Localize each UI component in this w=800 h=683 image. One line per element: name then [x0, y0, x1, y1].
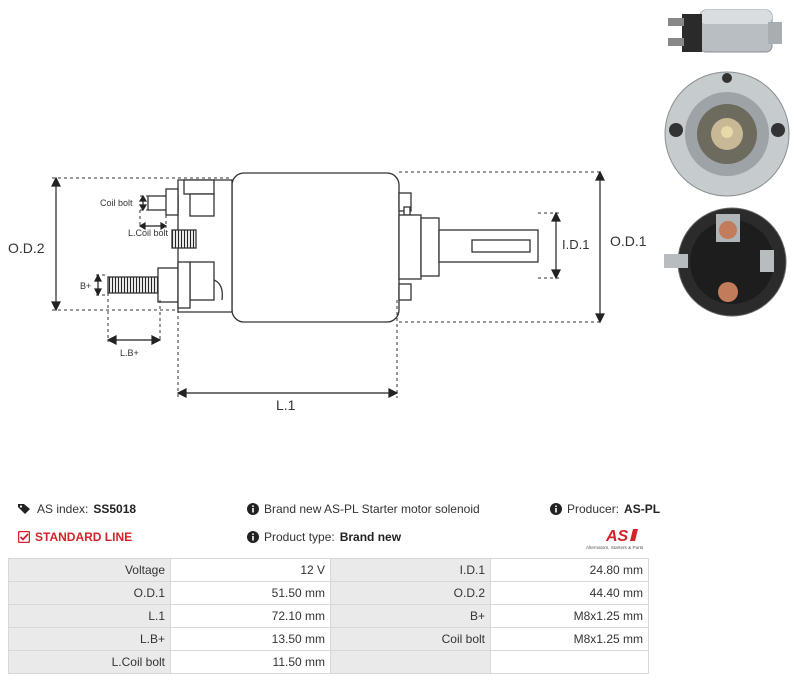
spec-value: 44.40 mm — [490, 581, 649, 605]
spec-table: Voltage 12 V I.D.1 24.80 mm O.D.1 51.50 … — [8, 558, 649, 674]
label-id1: I.D.1 — [562, 237, 589, 252]
as-pl-logo: AS Alternators, Starters & Parts — [586, 528, 644, 550]
spec-key: L.B+ — [8, 627, 171, 651]
producer-label: Producer: — [567, 502, 620, 516]
label-lbplus: L.B+ — [120, 348, 139, 358]
description-text: Brand new AS-PL Starter motor solenoid — [264, 502, 480, 516]
table-row: L.Coil bolt 11.50 mm — [8, 650, 649, 674]
spec-value: 72.10 mm — [170, 604, 331, 628]
producer-value: AS-PL — [624, 502, 661, 516]
label-od1: O.D.1 — [610, 233, 647, 249]
svg-text:Alternators, Starters & Parts: Alternators, Starters & Parts — [586, 545, 644, 550]
product-info: AS index: SS5018 STANDARD LINE Brand new… — [18, 502, 660, 552]
info-icon — [247, 503, 259, 515]
spec-value: 12 V — [170, 558, 331, 582]
label-bplus: B+ — [80, 281, 91, 291]
product-photo-front — [664, 71, 790, 197]
product-photo-rear — [664, 207, 787, 317]
as-index-value: SS5018 — [93, 502, 137, 516]
product-type: Product type: Brand new — [247, 530, 401, 544]
spec-key: B+ — [330, 604, 491, 628]
table-row: L.B+ 13.50 mm Coil bolt M8x1.25 mm — [8, 627, 649, 651]
as-index: AS index: SS5018 — [18, 502, 136, 516]
spec-key: Coil bolt — [330, 627, 491, 651]
spec-value-empty — [490, 650, 649, 674]
info-icon — [247, 531, 259, 543]
spec-key: I.D.1 — [330, 558, 491, 582]
svg-text:AS: AS — [605, 528, 629, 545]
product-description: Brand new AS-PL Starter motor solenoid — [247, 502, 480, 516]
solenoid-body — [231, 172, 400, 323]
table-row: O.D.1 51.50 mm O.D.2 44.40 mm — [8, 581, 649, 605]
bplus-stud — [107, 276, 159, 294]
standard-line: STANDARD LINE — [18, 530, 132, 544]
spec-key: Voltage — [8, 558, 171, 582]
spec-key: O.D.2 — [330, 581, 491, 605]
table-row: L.1 72.10 mm B+ M8x1.25 mm — [8, 604, 649, 628]
label-l1: L.1 — [276, 397, 296, 413]
spec-key: L.1 — [8, 604, 171, 628]
product-type-value: Brand new — [339, 530, 402, 544]
product-type-label: Product type: — [264, 530, 335, 544]
label-coil-bolt: Coil bolt — [100, 198, 133, 208]
info-icon — [550, 503, 562, 515]
spec-value: 24.80 mm — [490, 558, 649, 582]
spec-value: 11.50 mm — [170, 650, 331, 674]
tags-icon — [18, 504, 30, 514]
spec-value: 13.50 mm — [170, 627, 331, 651]
spec-key: O.D.1 — [8, 581, 171, 605]
solenoid-technical-drawing: O.D.2 O.D.1 I.D.1 L.1 L.B+ B+ Coil bolt … — [8, 170, 647, 413]
producer: Producer: AS-PL — [550, 502, 660, 516]
table-row: Voltage 12 V I.D.1 24.80 mm — [8, 558, 649, 582]
as-index-label: AS index: — [37, 502, 89, 516]
spec-value: M8x1.25 mm — [490, 627, 649, 651]
product-photo-side — [668, 9, 782, 53]
spec-value: M8x1.25 mm — [490, 604, 649, 628]
spec-key-empty — [330, 650, 491, 674]
standard-line-label: STANDARD LINE — [35, 530, 133, 544]
spec-key: L.Coil bolt — [8, 650, 171, 674]
coil-terminal-thread — [171, 229, 197, 249]
label-l-coil-bolt: L.Coil bolt — [128, 228, 169, 238]
plunger-head — [398, 214, 422, 280]
spec-value: 51.50 mm — [170, 581, 331, 605]
check-square-icon — [18, 531, 30, 543]
label-od2: O.D.2 — [8, 240, 45, 256]
